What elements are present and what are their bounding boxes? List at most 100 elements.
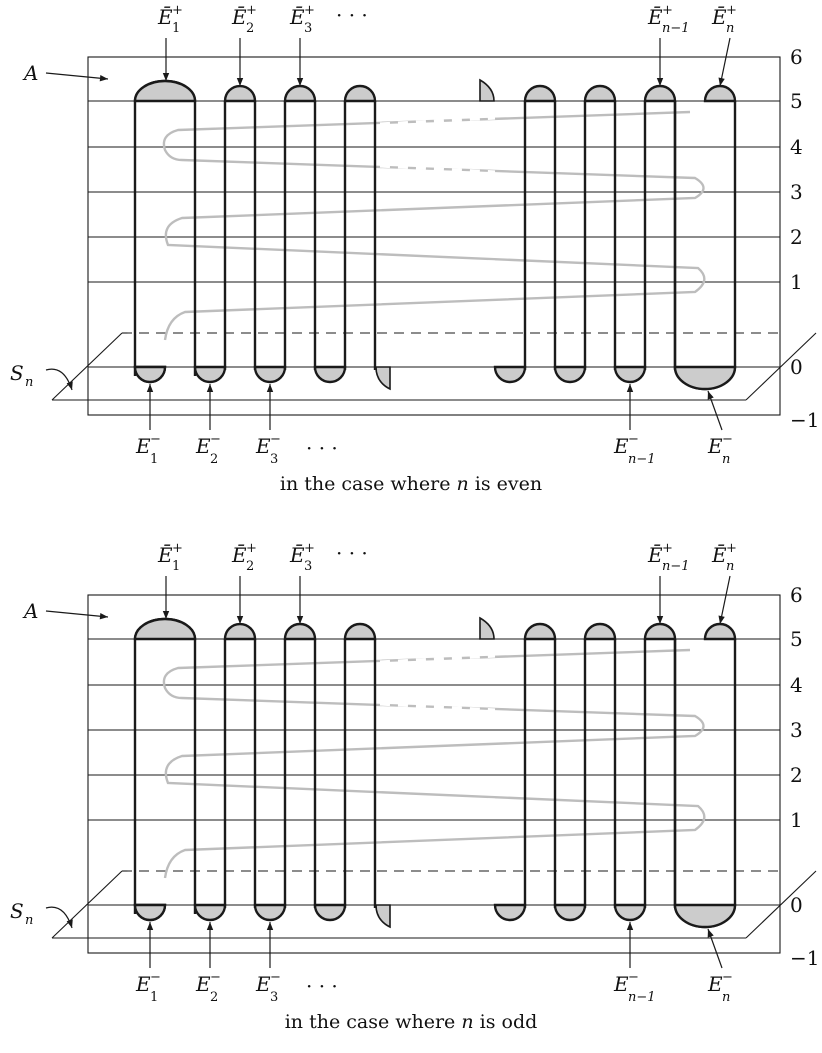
region-a-arrow (45, 72, 109, 80)
label-bottom-e: E (707, 972, 723, 996)
panel-caption: in the case where n is even (280, 473, 542, 495)
label-top-e: Ē (231, 5, 247, 29)
level-label: 6 (790, 45, 803, 69)
label-bottom-e: E (135, 972, 151, 996)
cap-top-thin (283, 84, 317, 103)
cap-top-thin (283, 622, 317, 641)
plane-right-edge (745, 870, 817, 939)
caption-post: is even (469, 473, 542, 495)
bottom-arrow-n-head (707, 391, 714, 400)
cap-bottom-thin (313, 903, 347, 922)
level-label: 5 (790, 627, 803, 651)
top-arrow-head (162, 73, 170, 81)
region-a-label: A (22, 599, 38, 623)
caption-var: n (461, 1011, 473, 1033)
label-bottom-sub: n (722, 452, 730, 467)
label-top-e: Ē (647, 5, 663, 29)
label-bottom-sup: − (150, 432, 161, 447)
bottom-arrow-head (146, 922, 154, 930)
cap-bottom-thin (313, 365, 347, 384)
label-top-sub: 1 (172, 559, 180, 574)
label-top-sub: n (726, 21, 734, 36)
label-top-sup: + (246, 541, 257, 556)
cap-top-thin (583, 622, 617, 641)
bottom-arrow-head (266, 384, 274, 392)
top-arrow-n-head (718, 615, 725, 624)
label-bottom-e: E (255, 972, 271, 996)
cap-bottom-thin (493, 903, 527, 922)
top-ellipsis: · · · (336, 3, 368, 27)
label-top-sup: + (304, 3, 315, 18)
loop-en-right (673, 639, 737, 929)
label-top-sup: + (172, 541, 183, 556)
level-label: −1 (790, 946, 819, 970)
surface-s-arrow-head (66, 381, 73, 390)
label-top-sub: 1 (172, 21, 180, 36)
label-top-sup: + (726, 541, 737, 556)
label-bottom-sup: − (210, 432, 221, 447)
surface-s-subscript: n (25, 375, 33, 390)
bottom-arrow-head (206, 922, 214, 930)
top-arrow-head (162, 611, 170, 619)
surface-s-arrow (45, 906, 73, 929)
loop-e1-left (133, 79, 197, 376)
label-bottom-sub: 3 (270, 990, 278, 1005)
cap-top-thin (643, 84, 677, 103)
bottom-arrow-n-head (707, 929, 714, 938)
cap-top-thin (343, 622, 377, 641)
cap-bottom-thin (613, 903, 647, 922)
label-bottom-sup: − (722, 970, 733, 985)
plane-left-edge (51, 332, 123, 401)
cap-bottom-thin (253, 365, 287, 384)
label-bottom-e: E (195, 434, 211, 458)
level-label: 6 (790, 583, 803, 607)
label-bottom-sub: n−1 (628, 452, 656, 467)
region-a-label: A (22, 61, 38, 85)
region-a-box (87, 594, 781, 954)
level-label: 1 (790, 808, 803, 832)
level-label: 0 (790, 893, 803, 917)
surface-s-arrow (45, 368, 73, 391)
label-bottom-e: E (195, 972, 211, 996)
panel-caption: in the case where n is odd (285, 1011, 538, 1033)
cap-top-e1 (133, 617, 197, 641)
label-bottom-sup: − (270, 432, 281, 447)
loop-e1-left (133, 617, 197, 914)
label-top-sub: 2 (246, 559, 254, 574)
gray-path-dashes (379, 654, 496, 802)
top-arrow-head (296, 78, 304, 86)
label-top-sub: n (726, 559, 734, 574)
gray-path (162, 110, 706, 341)
label-top-e: Ē (289, 543, 305, 567)
caption-pre: in the case where (280, 473, 457, 495)
top-arrow-head (296, 616, 304, 624)
level-label: 3 (790, 718, 803, 742)
surface-s-label: S (10, 361, 24, 385)
label-top-e: Ē (711, 543, 727, 567)
bottom-ellipsis: · · · (306, 436, 338, 460)
cap-top-thin (223, 622, 257, 641)
label-top-sup: + (726, 3, 737, 18)
label-top-sup: + (662, 541, 673, 556)
cap-top-thin (223, 84, 257, 103)
cap-bottom-thin (493, 365, 527, 384)
surface-s-label: S (10, 899, 24, 923)
level-label: 2 (790, 763, 803, 787)
label-bottom-sup: − (628, 970, 639, 985)
plane-right-edge (745, 332, 817, 401)
label-bottom-e: E (613, 434, 629, 458)
label-bottom-e: E (135, 434, 151, 458)
label-top-sub: 2 (246, 21, 254, 36)
label-bottom-sup: − (628, 432, 639, 447)
loop-en-right (673, 101, 737, 391)
bottom-arrow-head (206, 384, 214, 392)
label-top-sup: + (662, 3, 673, 18)
label-bottom-sub: 2 (210, 990, 218, 1005)
label-bottom-sup: − (150, 970, 161, 985)
cap-bottom-thin (193, 365, 227, 384)
cap-bottom-en (673, 903, 737, 929)
level-label: −1 (790, 408, 819, 432)
label-top-sub: n−1 (662, 21, 690, 36)
level-label: 2 (790, 225, 803, 249)
